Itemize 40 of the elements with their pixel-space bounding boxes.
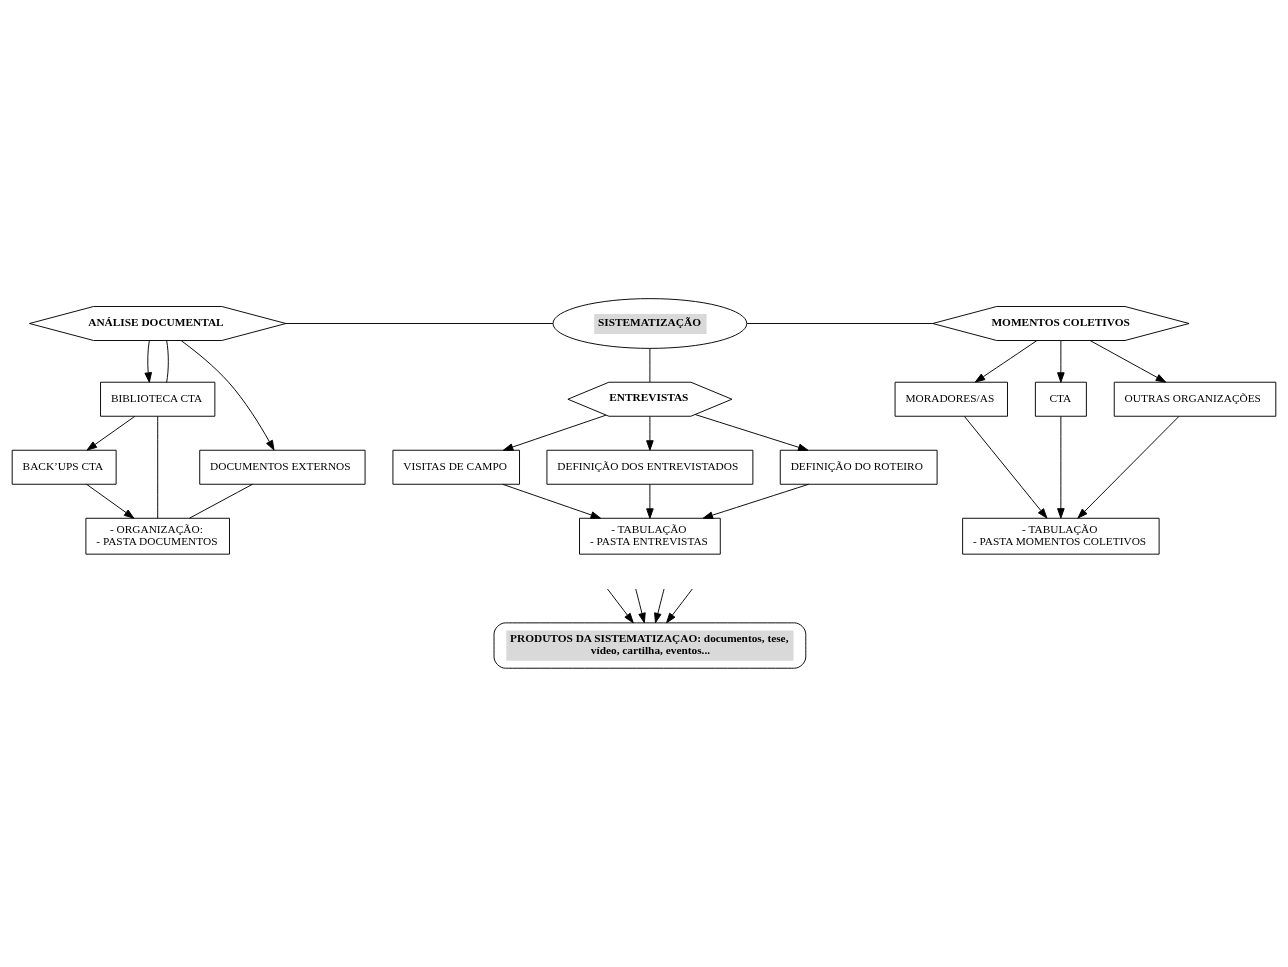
- arrow: [635, 588, 646, 624]
- connector: [285, 323, 554, 324]
- node-box: BIBLIOTECA CTA: [100, 381, 216, 417]
- arrow: [646, 483, 654, 519]
- node-box: OUTRAS ORGANIZAÇÕES: [1113, 381, 1277, 417]
- connector: [746, 323, 934, 324]
- arrow: [646, 416, 654, 451]
- arrow: [180, 340, 275, 451]
- node-box: - TABULAÇÃO - PASTA MOMENTOS COLETIVOS: [962, 517, 1160, 555]
- arrow: [502, 483, 601, 519]
- arrow: [702, 483, 810, 519]
- arrow: [1089, 340, 1167, 383]
- arrow: [654, 588, 665, 624]
- arrow: [964, 416, 1048, 519]
- arrow: [666, 588, 693, 624]
- node-box: VISITAS DE CAMPO: [392, 449, 520, 485]
- node-box: - ORGANIZAÇÃO: - PASTA DOCUMENTOS: [85, 517, 230, 555]
- node-box: MORADORES/AS: [894, 381, 1008, 417]
- node-box: DOCUMENTOS EXTERNOS: [199, 449, 366, 485]
- node-box: DEFINIÇÃO DOS ENTREVISTADOS: [546, 449, 754, 485]
- arrow: [1057, 416, 1065, 519]
- arrow: [1077, 416, 1180, 519]
- node-ellipse: SISTEMATIZAÇÃO: [552, 298, 748, 349]
- arrow: [144, 340, 152, 383]
- node-box: DEFINIÇÃO DO ROTEIRO: [779, 449, 938, 485]
- arrow: [86, 483, 135, 519]
- connector: [157, 416, 159, 519]
- node-box: - TABULAÇÃO - PASTA ENTREVISTAS: [579, 517, 721, 555]
- connector: [189, 483, 253, 519]
- connector: [649, 348, 651, 383]
- arrow: [1057, 340, 1065, 383]
- arrow: [694, 414, 809, 452]
- node-box: BACK’UPS CTA: [11, 449, 117, 485]
- arrow: [974, 340, 1038, 383]
- node-box: PRODUTOS DA SISTEMATIZAÇAO: documentos, tese, vídeo, cartilha, eventos...: [493, 622, 807, 669]
- arrow: [502, 414, 607, 451]
- arrow: [86, 415, 136, 451]
- arrow: [607, 588, 634, 624]
- node-box: CTA: [1034, 381, 1087, 417]
- connector: [166, 340, 169, 383]
